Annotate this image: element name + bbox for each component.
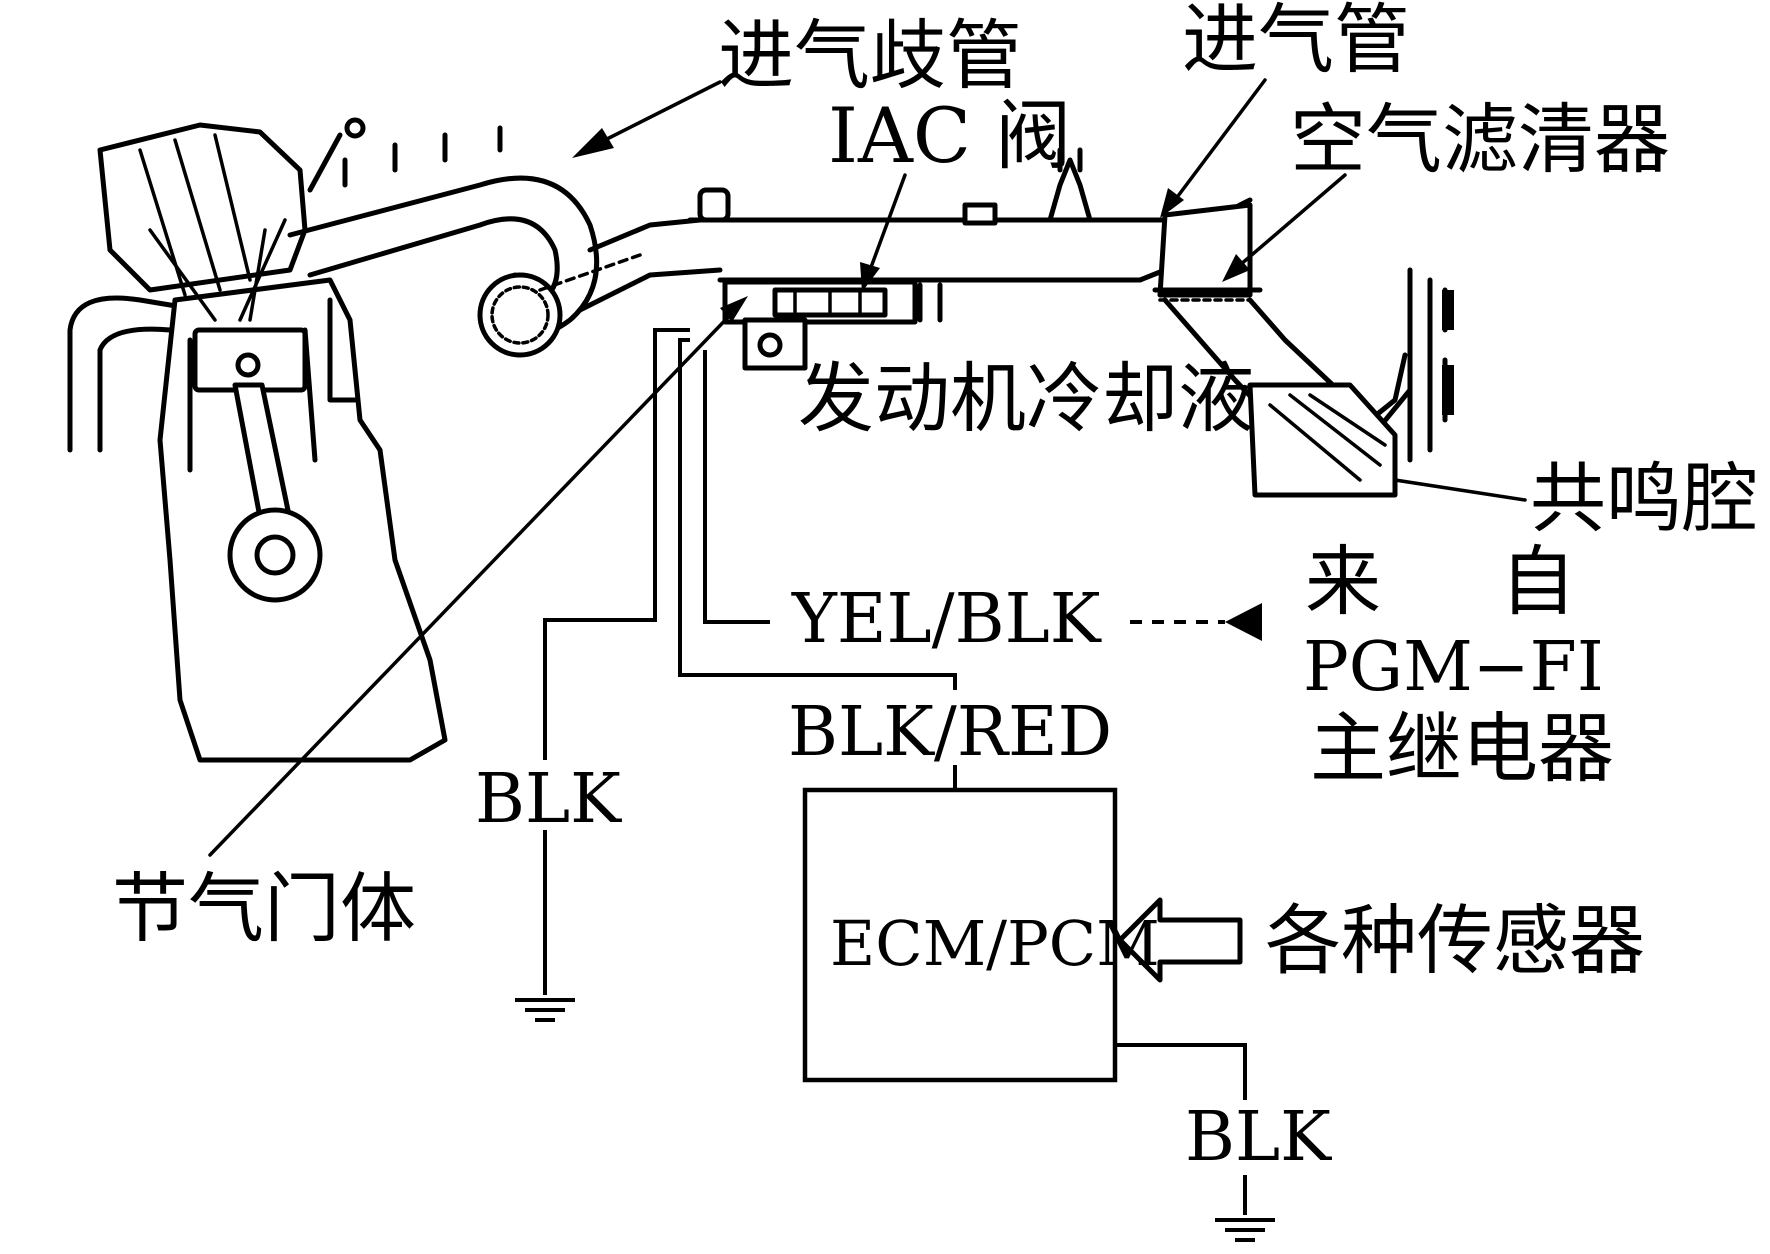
- crankshaft: [227, 507, 323, 603]
- label-resonator: 共鸣腔: [1530, 454, 1758, 543]
- wiring: [543, 328, 1262, 1215]
- wire-label-blk-bottom: BLK: [1185, 1098, 1332, 1177]
- piston: [192, 327, 308, 393]
- ecm-pcm-box: [802, 787, 1118, 1083]
- wire-blk-left: [543, 328, 690, 760]
- wire-label-blk-red: BLK/RED: [788, 693, 1112, 772]
- wire-label-blk-left: BLK: [475, 760, 622, 839]
- label-coolant: 发动机冷却液: [798, 354, 1254, 443]
- label-ecm-pcm: ECM/PCM: [830, 907, 1160, 980]
- air-filter-drawing: [1152, 202, 1454, 498]
- label-self: 自: [1500, 537, 1576, 626]
- label-main-relay: 主继电器: [1310, 704, 1614, 793]
- intake-manifold-drawing: [287, 117, 723, 358]
- label-air-filter: 空气滤清器: [1290, 95, 1670, 184]
- label-pgm-fi: PGM−FI: [1303, 628, 1604, 707]
- leader-lines: [208, 78, 1527, 857]
- label-intake-pipe: 进气管: [1182, 0, 1410, 84]
- exhaust-runner: [67, 295, 203, 453]
- label-from: 来: [1305, 537, 1381, 626]
- label-throttle-body: 节气门体: [112, 864, 416, 953]
- label-various-sensors: 各种传感器: [1265, 896, 1645, 985]
- engine-drawing: [67, 122, 448, 763]
- wire-blk-bottom: [1115, 1043, 1247, 1100]
- resonator-housing: [1247, 382, 1398, 498]
- cylinder-head: [97, 122, 308, 293]
- ground-symbol-bottom: [1215, 1218, 1275, 1242]
- ground-symbol-left: [515, 998, 575, 1022]
- relay-arrow: [1225, 603, 1262, 641]
- wire-blk-red: [678, 338, 957, 690]
- wire-label-yel-blk: YEL/BLK: [791, 580, 1102, 659]
- label-intake-manifold: 进气歧管: [718, 11, 1022, 100]
- label-iac-valve: IAC 阀: [828, 91, 1071, 180]
- wire-yel-blk: [703, 350, 770, 624]
- sensor-input-arrow: [1117, 897, 1243, 983]
- air-filter-box: [1157, 202, 1253, 298]
- coolant-fitting: [742, 317, 808, 371]
